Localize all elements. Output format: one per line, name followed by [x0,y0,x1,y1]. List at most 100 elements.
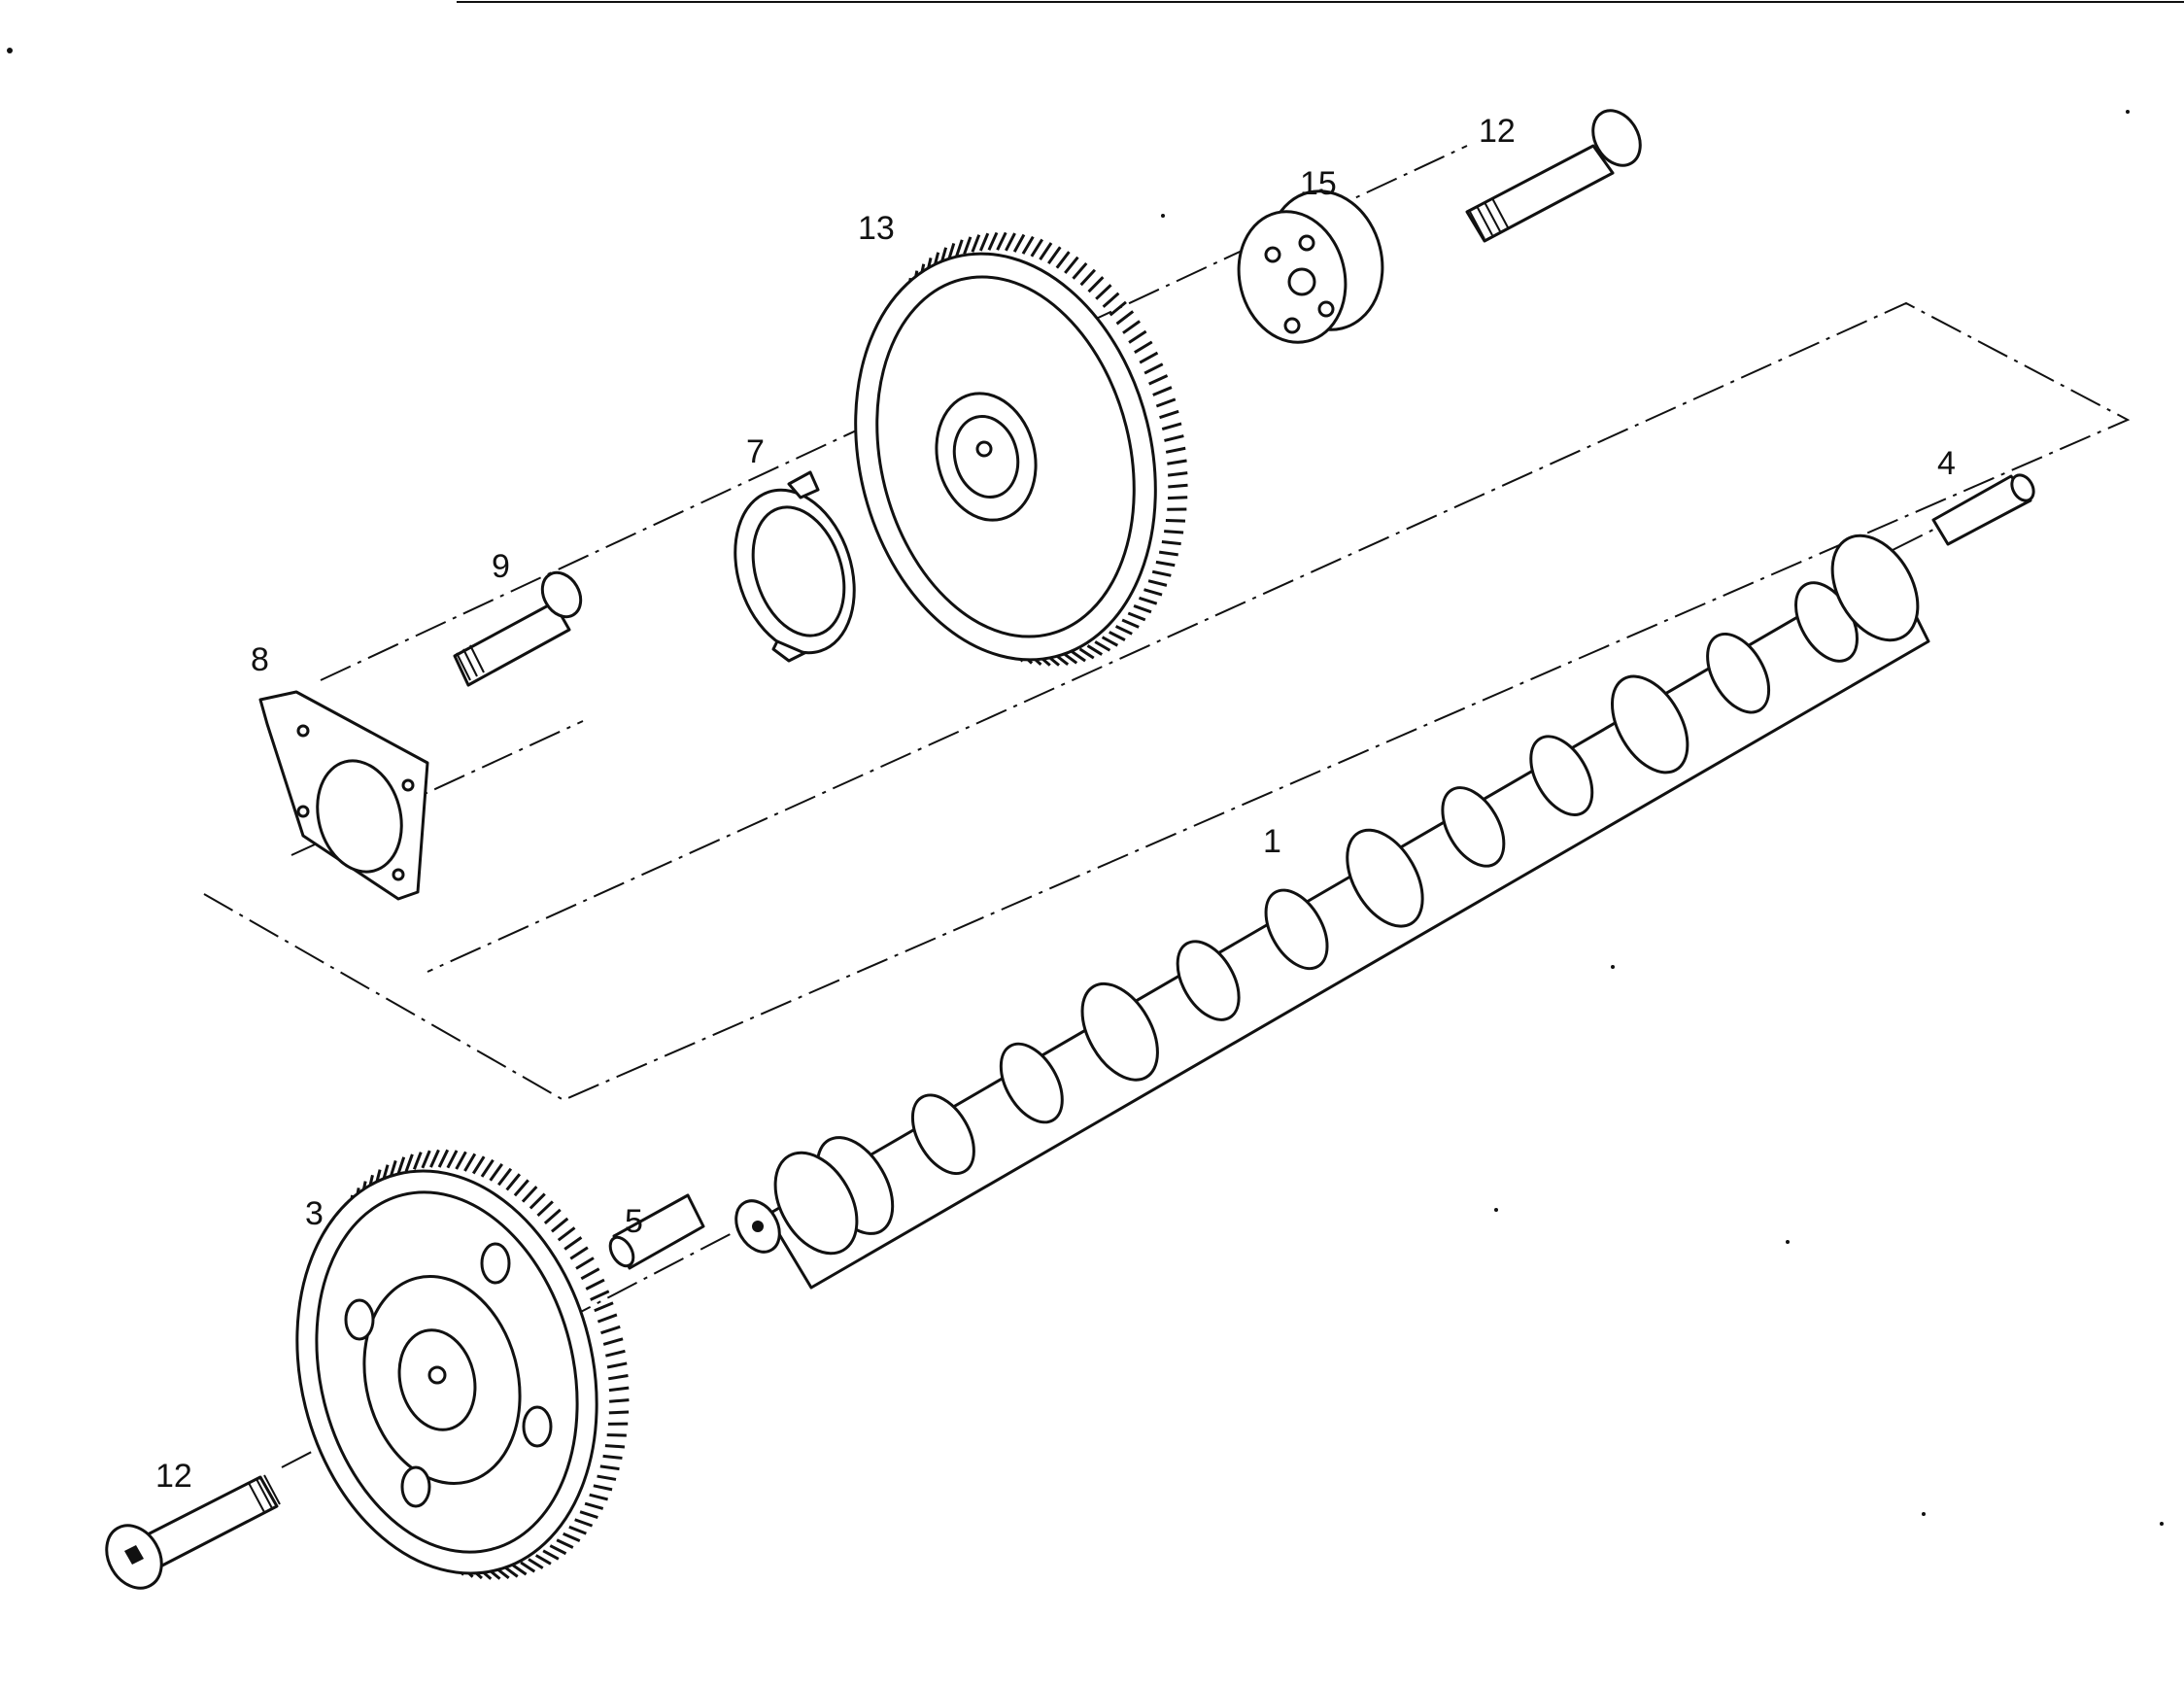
gear-tooth [608,1410,630,1415]
gear-tooth [521,1186,538,1203]
gear-tooth [605,1349,626,1358]
gear-tooth [971,234,981,253]
gear-tooth [1151,569,1172,577]
gear-tooth [580,1267,600,1281]
gear-tooth [604,1444,625,1449]
gear-tooth [396,1156,406,1175]
gear-tooth [1167,471,1188,477]
gear-tooth [608,1374,629,1381]
gear-tooth [1055,251,1071,269]
gear-tooth [590,1290,610,1301]
gear-tooth [987,231,999,251]
gear-tooth [1158,550,1178,557]
gear-tooth [1021,235,1035,255]
gear-tooth [1147,579,1168,587]
gear-tooth [437,1149,450,1168]
gear-tooth [1121,618,1140,629]
gear-tooth [1139,596,1158,605]
label-right-pin: 4 [1937,445,1956,482]
gear-tooth [1039,242,1053,260]
gear-tooth [563,1236,583,1251]
gear-tooth [1078,647,1095,660]
label-bottom-bolt: 12 [155,1458,192,1495]
gear-tooth [606,1433,627,1437]
gear-tooth [421,1150,431,1169]
gear-tooth [1143,588,1163,597]
gear-tooth [1155,397,1177,408]
gear-tooth [609,1398,630,1403]
label-lower-gear: 3 [305,1195,324,1232]
assembly-outline [203,301,2131,1102]
gear-tooth [579,1510,598,1519]
gear-tooth [534,1554,552,1566]
gear-tooth [556,1538,574,1549]
label-thrust-washer: 7 [746,433,765,470]
gear-tooth [594,1301,614,1313]
gear-tooth [1161,422,1182,430]
gear-tooth [1139,351,1159,364]
gear-tooth [1128,329,1147,344]
bottom-bolt [105,1474,281,1590]
gear-tooth [1087,276,1105,293]
gear-tooth [597,1474,617,1481]
plate-screw [453,570,583,687]
gear-tooth [557,1226,576,1242]
gear-tooth [512,1564,528,1576]
gear-tooth [1161,540,1181,546]
gear-tooth [1165,446,1186,454]
gear-tooth [1155,560,1176,568]
gear-tooth [471,1155,486,1175]
gear-tooth [455,1151,467,1170]
cam-lobe [1441,786,1506,868]
cam-lobe [999,1042,1064,1124]
gear-tooth [1012,233,1026,253]
gear-tooth [1094,640,1111,652]
gear-tooth [1063,652,1078,665]
gear-tooth [1072,261,1088,280]
gear-tooth [503,1566,519,1578]
pin-right [1931,473,2035,546]
gear-tooth [589,1493,608,1501]
gear-tooth [608,1386,630,1393]
gear-tooth [1159,409,1179,420]
gear-tooth [551,1217,569,1233]
gear-tooth [585,1278,605,1291]
gear-tooth [602,1337,624,1346]
cam-lobe [1176,940,1241,1021]
gear-hub [1237,189,1384,344]
gear-tooth [1064,256,1079,274]
gear-tooth [597,1313,618,1324]
cam-journal [1346,828,1424,928]
cam-journal [1610,674,1689,775]
thrust-plate [258,690,429,901]
gear-tooth [489,1163,503,1182]
label-top-bolt: 12 [1479,113,1516,150]
gear-tooth [1152,386,1173,396]
label-camshaft: 1 [1263,823,1281,860]
gear-tooth [568,1525,587,1535]
gear-tooth [996,231,1007,251]
gear-tooth [446,1150,459,1169]
gear-tooth [1095,284,1112,300]
gear-tooth [412,1152,423,1170]
gear-tooth [1079,268,1097,287]
gear-tooth [955,239,964,258]
gear-tooth [1127,611,1146,622]
scan-specks [7,48,2164,1526]
label-left-pin: 5 [625,1203,643,1240]
gear-tooth [1086,644,1103,656]
gear-tooth [569,1246,589,1260]
cam-lobe [1706,632,1771,714]
gear-tooth [600,1325,621,1335]
gear-tooth [528,1558,544,1569]
upper-gear [854,231,1188,667]
gear-tooth [1143,362,1164,375]
gear-tooth [599,1464,620,1471]
gear-tooth [978,232,990,252]
gear-tooth [1134,340,1153,354]
gear-tooth [574,1518,594,1528]
gear-tooth [1109,631,1126,641]
cam-journal [1080,981,1159,1082]
label-plate-screw: 9 [492,548,510,585]
